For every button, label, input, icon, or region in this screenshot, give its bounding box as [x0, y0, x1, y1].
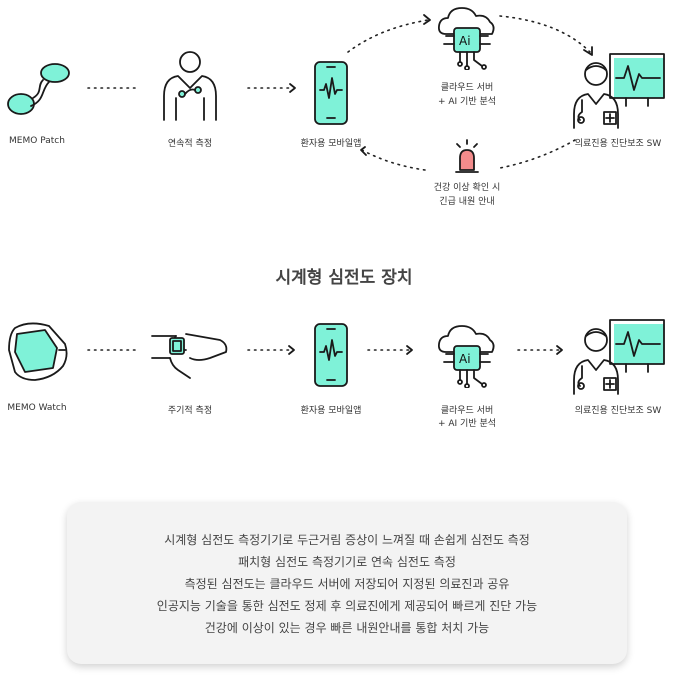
cloud-label-bottom-1: 클라우드 서버	[440, 406, 494, 416]
sw-label-bottom: 의료진용 진단보조 SW	[574, 406, 662, 416]
section-title: 시계형 심전도 장치	[275, 268, 413, 288]
mobile-app-icon	[314, 61, 348, 125]
smartwatch-icon	[8, 322, 68, 381]
app-label-bottom: 환자용 모바일앱	[300, 406, 362, 416]
continuous-label: 연속적 측정	[167, 139, 213, 149]
doctor-monitor-icon	[573, 53, 665, 129]
alert-label-2: 긴급 내원 안내	[439, 197, 495, 207]
summary-line: 시계형 심전도 측정기기로 두근거림 증상이 느껴질 때 손쉽게 심전도 측정	[164, 533, 530, 547]
sw-label-top: 의료진용 진단보조 SW	[574, 139, 662, 149]
wrist-watch-icon	[151, 333, 228, 379]
cloud-ai-icon: Ai	[437, 7, 495, 70]
app-label-top: 환자용 모바일앱	[300, 139, 362, 149]
mobile-app-icon	[314, 323, 348, 387]
cloud-label-top-1: 클라우드 서버	[440, 83, 494, 93]
bottom-connectors	[87, 345, 563, 355]
watch-label: MEMO Watch	[7, 403, 67, 413]
svg-text:Ai: Ai	[459, 34, 471, 48]
summary-line: 건강에 이상이 있는 경우 빠른 내원안내를 통합 처치 가능	[204, 621, 490, 635]
ecg-patch-icon	[7, 63, 70, 115]
siren-icon	[455, 139, 479, 173]
alert-label-1: 건강 이상 확인 시	[433, 183, 501, 193]
svg-text:Ai: Ai	[459, 352, 471, 366]
periodic-label: 주기적 측정	[167, 406, 213, 416]
patch-label: MEMO Patch	[9, 136, 65, 146]
body-measure-icon	[163, 51, 217, 121]
cloud-ai-icon: Ai	[437, 325, 495, 388]
summary-line: 측정된 심전도는 클라우드 서버에 저장되어 지정된 의료진과 공유	[184, 577, 510, 591]
doctor-monitor-icon	[573, 319, 665, 395]
cloud-label-bottom-2: + AI 기반 분석	[437, 419, 497, 429]
summary-line: 패치형 심전도 측정기기로 연속 심전도 측정	[238, 555, 456, 569]
cloud-label-top-2: + AI 기반 분석	[437, 97, 497, 107]
summary-line: 인공지능 기술을 통한 심전도 정제 후 의료진에게 제공되어 빠르게 진단 가…	[156, 599, 538, 613]
summary-card: 시계형 심전도 측정기기로 두근거림 증상이 느껴질 때 손쉽게 심전도 측정 …	[67, 502, 627, 664]
top-connectors	[87, 14, 593, 171]
